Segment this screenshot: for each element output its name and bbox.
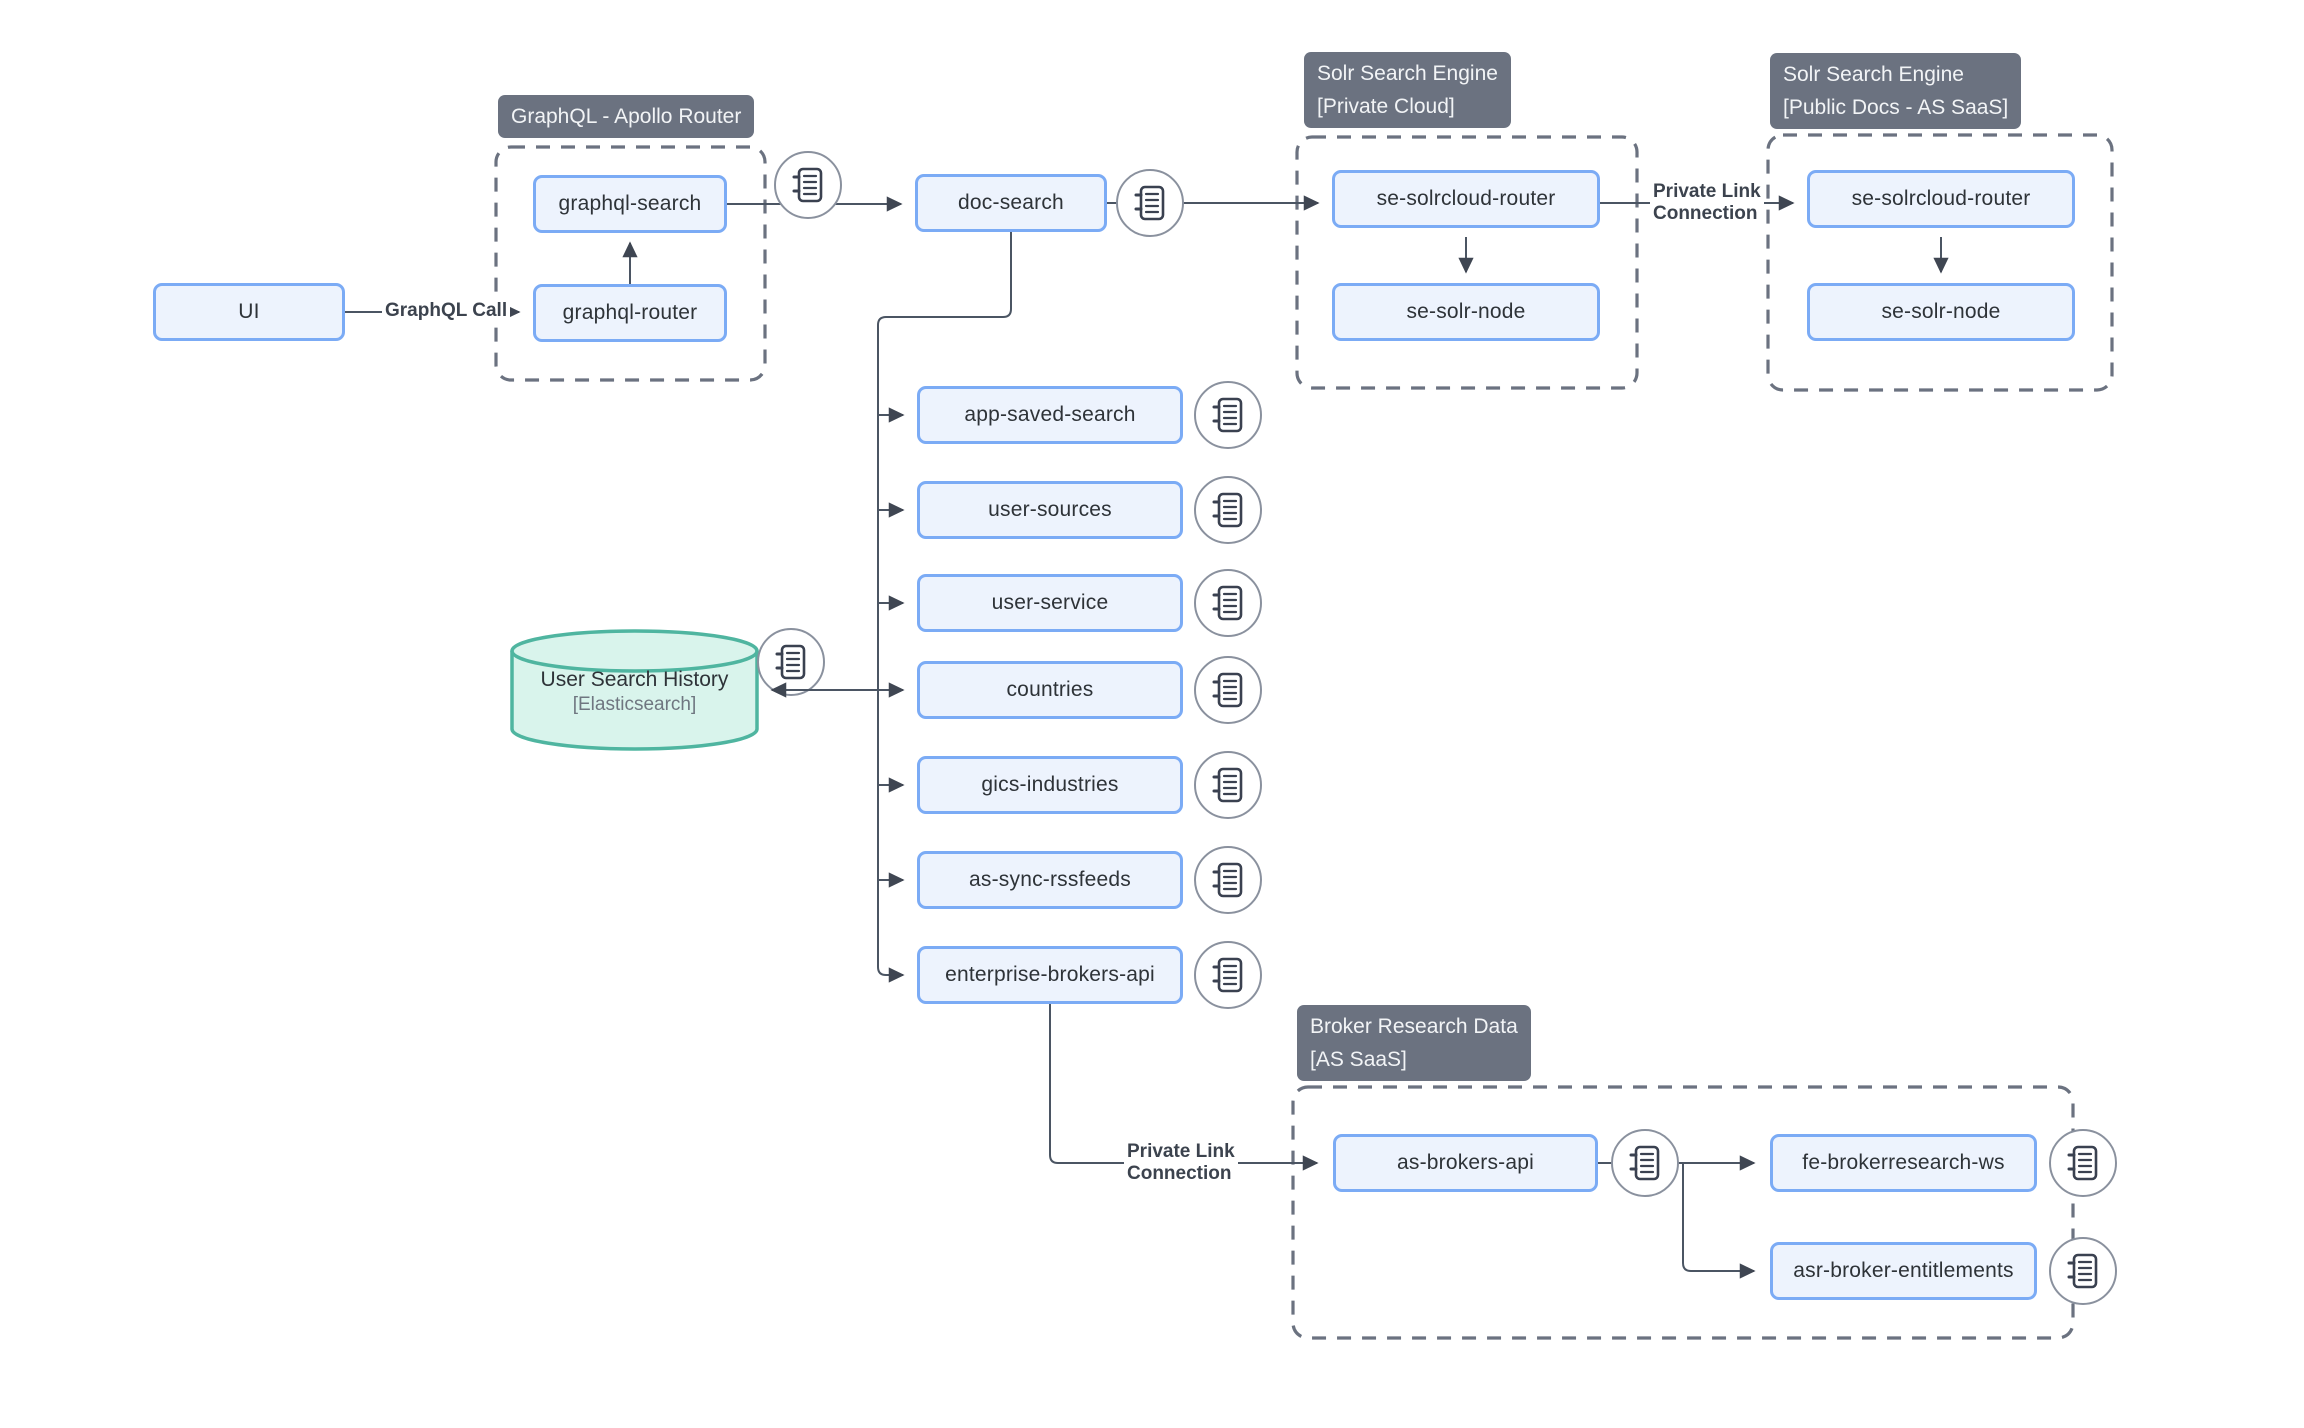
- node-se-solr-node-private: se-solr-node: [1332, 283, 1600, 341]
- node-se-solr-node-public-label: se-solr-node: [1881, 300, 2001, 323]
- notes-icon: [1194, 751, 1262, 819]
- node-doc-search: doc-search: [915, 174, 1107, 232]
- node-graphql-search-label: graphql-search: [558, 192, 702, 215]
- edge-doc-search-trunk: [877, 232, 1012, 976]
- node-app-saved-search: app-saved-search: [917, 386, 1183, 444]
- broker-group-title: Broker Research Data: [1310, 1015, 1518, 1038]
- node-countries-label: countries: [1006, 678, 1094, 701]
- private-link-broker-line1: Private Link: [1127, 1141, 1235, 1162]
- notes-icon: [1194, 569, 1262, 637]
- notes-icon: [1194, 476, 1262, 544]
- notes-icon: [1194, 381, 1262, 449]
- node-countries: countries: [917, 661, 1183, 719]
- node-asr-broker-entitlements-label: asr-broker-entitlements: [1793, 1259, 2014, 1282]
- node-ui: UI: [153, 283, 345, 341]
- node-graphql-search: graphql-search: [533, 175, 727, 233]
- node-gics-industries-label: gics-industries: [981, 773, 1119, 796]
- private-link-broker-line2: Connection: [1127, 1163, 1232, 1184]
- node-se-solrcloud-router-public-label: se-solrcloud-router: [1851, 187, 2031, 210]
- broker-group-outline: [1291, 1085, 2075, 1340]
- node-as-sync-rssfeeds: as-sync-rssfeeds: [917, 851, 1183, 909]
- node-graphql-router: graphql-router: [533, 284, 727, 342]
- node-app-saved-search-label: app-saved-search: [964, 403, 1136, 426]
- notes-icon: [1194, 941, 1262, 1009]
- solr-public-title: Solr Search Engine: [1783, 63, 1964, 86]
- node-se-solr-node-private-label: se-solr-node: [1406, 300, 1526, 323]
- graphql-group-title: GraphQL - Apollo Router: [511, 105, 742, 128]
- graphql-group-outline: [494, 145, 767, 382]
- private-link-solr-line2: Connection: [1653, 203, 1758, 224]
- graphql-group-label: GraphQL - Apollo Router: [498, 95, 755, 138]
- node-fe-brokerresearch-ws-label: fe-brokerresearch-ws: [1802, 1151, 2005, 1174]
- private-link-solr-line1: Private Link: [1653, 181, 1761, 202]
- node-doc-search-label: doc-search: [958, 191, 1064, 214]
- notes-icon: [1611, 1129, 1679, 1197]
- node-enterprise-brokers-api: enterprise-brokers-api: [917, 946, 1183, 1004]
- node-user-sources-label: user-sources: [988, 498, 1112, 521]
- solr-private-group-outline: [1295, 135, 1639, 390]
- broker-group-subtitle: [AS SaaS]: [1310, 1048, 1407, 1071]
- node-gics-industries: gics-industries: [917, 756, 1183, 814]
- edge-as-brokers-api-to-asr: [1682, 1163, 1756, 1279]
- node-se-solrcloud-router-private-label: se-solrcloud-router: [1376, 187, 1556, 210]
- node-user-service: user-service: [917, 574, 1183, 632]
- node-asr-broker-entitlements: asr-broker-entitlements: [1770, 1242, 2037, 1300]
- user-search-history-db-text: User Search History [Elasticsearch]: [512, 666, 757, 717]
- node-enterprise-brokers-api-label: enterprise-brokers-api: [945, 963, 1155, 986]
- node-as-sync-rssfeeds-label: as-sync-rssfeeds: [969, 868, 1131, 891]
- solr-private-subtitle: [Private Cloud]: [1317, 95, 1455, 118]
- node-se-solrcloud-router-public: se-solrcloud-router: [1807, 170, 2075, 228]
- solr-private-group-label: Solr Search Engine [Private Cloud]: [1304, 52, 1511, 128]
- user-search-history-db: [510, 629, 759, 751]
- notes-icon: [774, 151, 842, 219]
- node-ui-label: UI: [238, 300, 260, 323]
- node-fe-brokerresearch-ws: fe-brokerresearch-ws: [1770, 1134, 2037, 1192]
- node-se-solr-node-public: se-solr-node: [1807, 283, 2075, 341]
- notes-icon: [2049, 1129, 2117, 1197]
- notes-icon: [757, 628, 825, 696]
- node-user-sources: user-sources: [917, 481, 1183, 539]
- broker-group-label: Broker Research Data [AS SaaS]: [1297, 1005, 1531, 1081]
- edge-enterprise-to-as-brokers-api: [1049, 1004, 1319, 1171]
- solr-public-subtitle: [Public Docs - AS SaaS]: [1783, 96, 2009, 119]
- notes-icon: [1116, 169, 1184, 237]
- node-graphql-router-label: graphql-router: [562, 301, 698, 324]
- db-subtitle: [Elasticsearch]: [572, 694, 697, 715]
- node-user-service-label: user-service: [991, 591, 1109, 614]
- notes-icon: [1194, 846, 1262, 914]
- solr-public-group-label: Solr Search Engine [Public Docs - AS SaaS…: [1770, 53, 2022, 129]
- notes-icon: [1194, 656, 1262, 724]
- solr-public-group-outline: [1766, 133, 2114, 392]
- edge-label-graphql-call: GraphQL Call: [382, 299, 511, 323]
- solr-private-title: Solr Search Engine: [1317, 62, 1498, 85]
- node-as-brokers-api: as-brokers-api: [1333, 1134, 1598, 1192]
- node-as-brokers-api-label: as-brokers-api: [1396, 1151, 1534, 1174]
- node-se-solrcloud-router-private: se-solrcloud-router: [1332, 170, 1600, 228]
- db-title: User Search History: [540, 668, 729, 691]
- notes-icon: [2049, 1237, 2117, 1305]
- connector-badges: [757, 151, 2117, 1305]
